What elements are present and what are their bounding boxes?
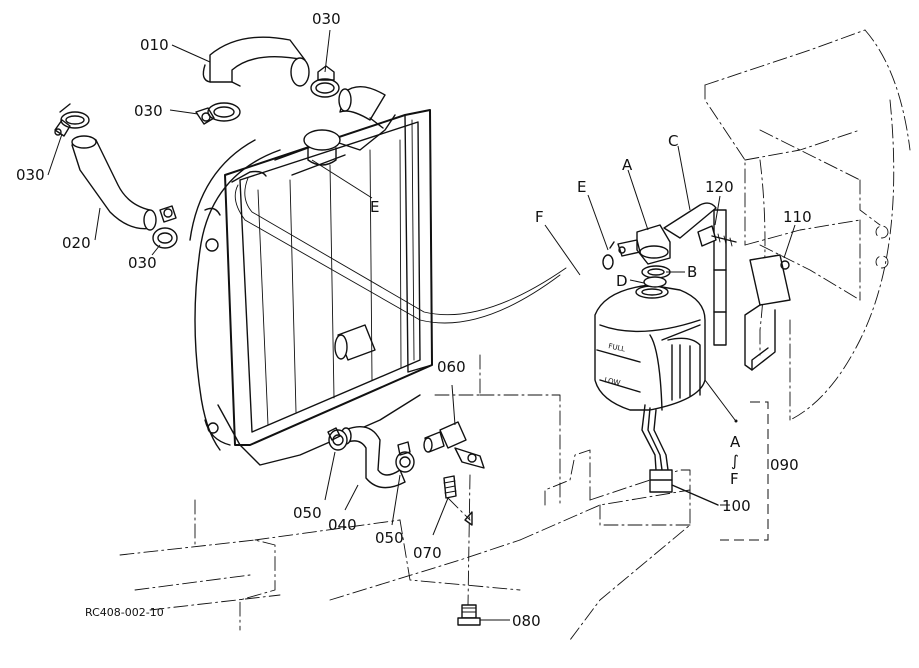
lower-hose-020 [71, 135, 157, 231]
letter-E-radiator: E [370, 198, 379, 216]
bolt-120 [697, 225, 737, 247]
gasket-B [641, 265, 671, 279]
callout-110: 110 [783, 208, 812, 226]
leader-lines [47, 29, 796, 621]
hose-clamp-030-left-mid [195, 102, 241, 125]
callout-060: 060 [437, 358, 466, 376]
callout-030-far-left: 030 [16, 166, 45, 184]
callout-010: 010 [140, 36, 169, 54]
letter-F-hose: F [535, 208, 544, 226]
callout-080: 080 [512, 612, 541, 630]
hose-clamp-050-left [327, 427, 348, 451]
letter-E-clip: E [577, 178, 586, 196]
callout-090: 090 [770, 456, 799, 474]
hose-clamp-030-top [310, 65, 340, 98]
letter-B-gasket: B [687, 263, 697, 281]
callout-120: 120 [705, 178, 734, 196]
drain-plug-070 [443, 475, 471, 521]
callout-040: 040 [328, 516, 357, 534]
letter-F-range: F [730, 470, 739, 488]
callout-050-left: 050 [293, 504, 322, 522]
gasket-D [643, 276, 667, 288]
callout-020: 020 [62, 234, 91, 252]
hose-clamp-050-right [395, 441, 415, 473]
callout-030-lower: 030 [128, 254, 157, 272]
tank-cap-A [617, 224, 671, 265]
clip-E [602, 241, 615, 270]
callout-030-left-mid: 030 [134, 102, 163, 120]
letter-C-hose: C [668, 132, 678, 150]
radiator [189, 109, 567, 466]
hose-clamp-030-far-left [54, 103, 90, 137]
reserve-tank [594, 284, 706, 493]
callout-100: 100 [722, 497, 751, 515]
upper-hose-010 [202, 36, 386, 129]
tank-bracket-110 [713, 209, 791, 371]
bypass-hose-040 [340, 426, 406, 489]
water-fitting-060 [423, 421, 485, 469]
callout-030-top: 030 [312, 10, 341, 28]
chassis-frame [119, 354, 691, 641]
overflow-hose-C [663, 202, 717, 239]
callout-070: 070 [413, 544, 442, 562]
bolt-080 [457, 474, 481, 626]
drawing-code: RC408-002-10 [85, 606, 164, 619]
letter-A-cap: A [622, 156, 633, 174]
tank-full-mark: FULL [608, 342, 626, 353]
letter-A-range: A [730, 433, 741, 451]
fender-hood [704, 29, 911, 421]
hose-clamp-030-lower [152, 205, 178, 249]
level-sensor-100 [671, 484, 719, 506]
range-symbol: ∫ [731, 452, 739, 470]
letter-D-gasket: D [616, 272, 628, 290]
callout-labels: 010 030 030 030 020 030 E A C E F B D 12… [16, 10, 812, 630]
tank-low-mark: LOW [604, 376, 621, 387]
callout-050-right: 050 [375, 529, 404, 547]
